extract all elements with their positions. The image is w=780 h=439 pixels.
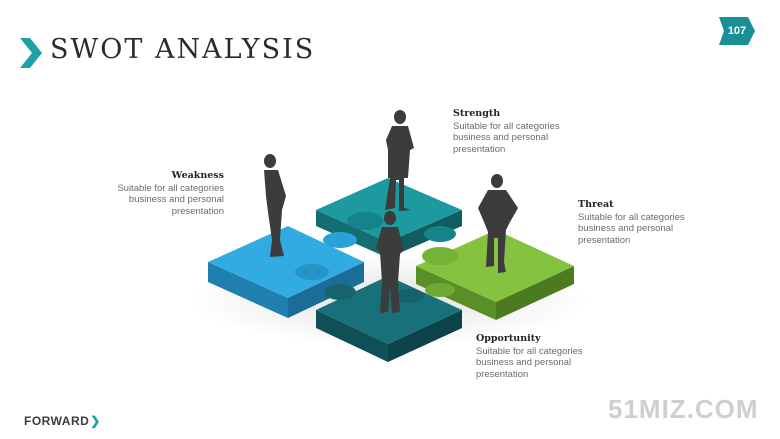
weakness-text-line: business and personal (128, 194, 224, 205)
opportunity-heading: Opportunity (476, 333, 541, 344)
threat-person-silhouette (478, 174, 518, 273)
threat-heading: Threat (578, 199, 614, 210)
weakness-text-line: Suitable for all categories (117, 182, 224, 194)
page-number-badge: 107 (719, 17, 755, 45)
page-number: 107 (727, 25, 747, 37)
footer-brand-logo: FORWARD❯ (24, 414, 101, 428)
strength-label: Strength Suitable for all categories bus… (453, 108, 560, 155)
page-title: SWOT ANALYSIS (50, 34, 316, 65)
threat-text-line: business and personal (578, 223, 674, 234)
watermark: 51MIZ.COM (608, 394, 759, 424)
opportunity-text-line: Suitable for all categories (476, 345, 583, 357)
opportunity-text-line: business and personal (476, 357, 572, 368)
threat-text-line: presentation (578, 234, 631, 246)
footer-brand-text: FORWARD (24, 414, 90, 428)
weakness-person-silhouette (264, 154, 286, 257)
threat-puzzle-piece (416, 230, 574, 320)
title-chevron-icon (20, 38, 42, 68)
strength-person-silhouette (385, 110, 414, 211)
threat-text-line: Suitable for all categories (578, 211, 685, 223)
opportunity-puzzle-piece (316, 276, 462, 362)
strength-puzzle-piece (316, 178, 462, 258)
weakness-label: Weakness Suitable for all categories bus… (84, 170, 224, 217)
opportunity-text-line: presentation (476, 368, 529, 380)
strength-heading: Strength (453, 108, 501, 119)
center-person-silhouette (376, 211, 404, 313)
chevron-right-icon: ❯ (90, 414, 101, 428)
weakness-heading: Weakness (171, 170, 224, 181)
threat-label: Threat Suitable for all categories busin… (578, 199, 685, 246)
strength-text-line: Suitable for all categories (453, 120, 560, 132)
strength-text-line: presentation (453, 143, 506, 155)
weakness-text-line: presentation (171, 205, 224, 217)
opportunity-label: Opportunity Suitable for all categories … (476, 333, 583, 380)
strength-text-line: business and personal (453, 132, 549, 143)
arrow-tag-icon (719, 17, 755, 45)
